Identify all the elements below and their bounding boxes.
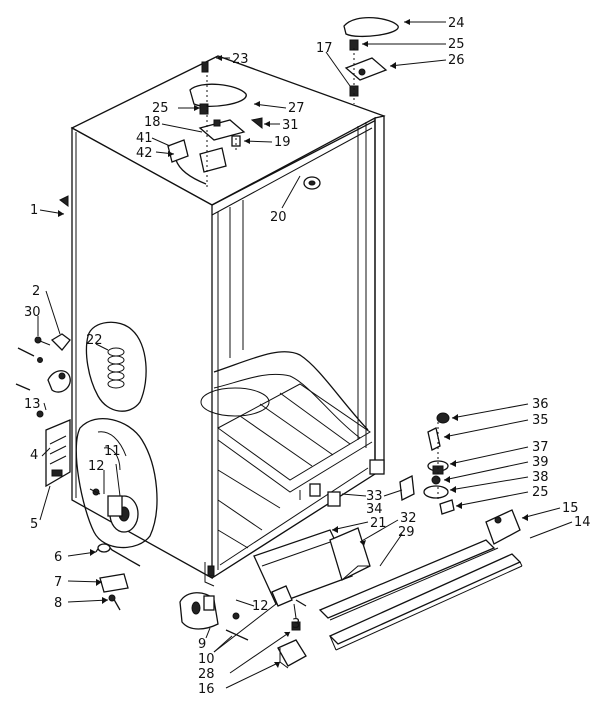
leader-lines [37, 19, 573, 689]
callout-9: 9 [198, 637, 206, 652]
bottom-assembly [179, 527, 523, 669]
callout-labels: 1 2 30 22 13 4 11 12 5 6 7 8 23 25 27 18… [24, 16, 591, 697]
screw-25a [199, 103, 209, 115]
callout-29: 29 [398, 525, 415, 540]
bracket-13 [47, 370, 71, 393]
refrigerator-cabinet [70, 55, 386, 587]
screw-35 [427, 427, 441, 451]
callout-27: 27 [288, 101, 305, 116]
bracket-16 [277, 639, 307, 667]
side-panel-cutouts [75, 321, 158, 549]
screw-12b [232, 612, 240, 620]
cabinet-marker-1 [59, 195, 69, 207]
bracket-2 [50, 333, 71, 351]
spacer-39 [431, 475, 441, 485]
cabinet-left-side [71, 126, 213, 580]
callout-20: 20 [270, 210, 287, 225]
callout-33: 33 [366, 489, 383, 504]
screw-28 [291, 621, 301, 631]
callout-6: 6 [54, 550, 62, 565]
callout-14: 14 [574, 515, 591, 530]
bracket-3 [271, 585, 293, 607]
callout-17: 17 [316, 41, 333, 56]
callout-35: 35 [532, 413, 549, 428]
callout-34: 34 [366, 502, 383, 517]
callout-32: 32 [400, 511, 417, 526]
hinge-26 [344, 57, 388, 81]
clip-7 [99, 573, 129, 593]
callout-8: 8 [54, 596, 62, 611]
callout-25-top-right: 25 [448, 37, 465, 52]
liner-bottom-curve [213, 351, 369, 431]
roller-38 [423, 485, 449, 499]
right-hardware [327, 412, 521, 545]
left-hardware [15, 195, 141, 611]
bar-29 [318, 539, 496, 619]
callout-7: 7 [54, 575, 62, 590]
callout-16: 16 [198, 682, 215, 697]
cabinet-front-post [374, 115, 385, 476]
callout-36: 36 [532, 397, 549, 412]
callout-28: 28 [198, 667, 215, 682]
callout-10: 10 [198, 652, 215, 667]
callout-39: 39 [532, 455, 549, 470]
callout-38: 38 [532, 470, 549, 485]
coil-spring-22 [107, 347, 125, 389]
hinge-cover-24 [343, 16, 399, 38]
callout-42: 42 [136, 146, 153, 161]
callout-25-right: 25 [532, 485, 549, 500]
callout-5: 5 [30, 517, 38, 532]
callout-12-bottom: 12 [252, 599, 269, 614]
callout-15: 15 [562, 501, 579, 516]
callout-31: 31 [282, 118, 299, 133]
callout-21: 21 [370, 516, 387, 531]
callout-18: 18 [144, 115, 161, 130]
callout-13: 13 [24, 397, 41, 412]
callout-4: 4 [30, 448, 38, 463]
screw-8 [108, 594, 116, 602]
screw-31 [250, 117, 263, 130]
callout-30: 30 [24, 305, 41, 320]
callout-19: 19 [274, 135, 291, 150]
callout-3: 3 [292, 617, 300, 632]
nut-36 [436, 412, 450, 424]
callout-12-left: 12 [88, 459, 105, 474]
callout-22: 22 [86, 333, 103, 348]
insulation-cutout-lower [75, 418, 158, 549]
callout-26: 26 [448, 53, 465, 68]
bushing-19 [231, 135, 241, 147]
screw-30 [34, 336, 42, 344]
screw-10 [225, 629, 249, 641]
callout-11: 11 [104, 444, 121, 459]
callout-2: 2 [32, 284, 40, 299]
screw-25c [439, 499, 455, 515]
top-hinge-left [167, 61, 263, 190]
light-socket-20 [303, 176, 321, 190]
bracket-33 [327, 491, 341, 507]
callout-1: 1 [30, 203, 38, 218]
top-hinge-right [343, 16, 399, 104]
bracket-17 [349, 85, 359, 97]
insulation-cutout-upper [85, 321, 147, 412]
callout-23: 23 [232, 52, 249, 67]
hinge-15 [485, 509, 521, 545]
callout-41: 41 [136, 131, 153, 146]
bracket-41 [167, 139, 189, 163]
bracket-34 [399, 475, 415, 501]
motor-part-11 [107, 495, 139, 533]
callout-24: 24 [448, 16, 465, 31]
callout-25-top-left: 25 [152, 101, 169, 116]
callout-37: 37 [532, 440, 549, 455]
panel-21 [253, 529, 353, 605]
screw-23 [201, 61, 209, 73]
